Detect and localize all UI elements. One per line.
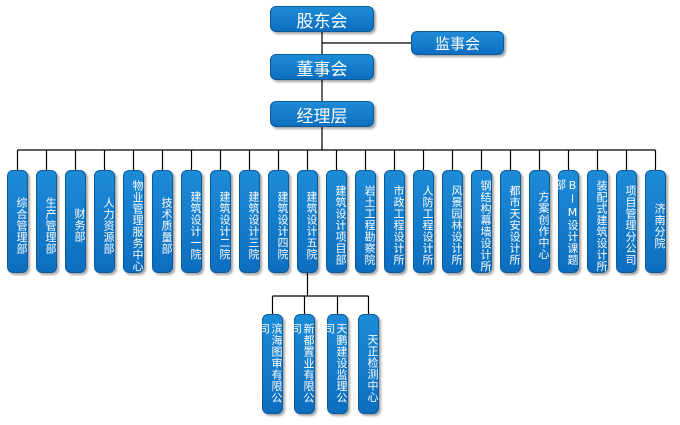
board-box: 董事会 [270,54,374,80]
department-box: 岩土工程勘察院 [355,170,376,273]
subsidiary-box: 天鹏建设监理公司 [323,314,348,414]
department-box: 物业管理服务中心 [123,170,144,273]
department-box: 建筑设计三院 [239,170,260,273]
department-box: 建筑设计四院 [268,170,289,273]
department-box: 济南分院 [645,170,666,273]
department-box: BIM设计课题部 [554,170,579,273]
department-box: 建筑设计项目部 [326,170,347,273]
department-box: 方案创作中心 [529,170,550,273]
department-box: 生产管理部 [36,170,57,273]
department-box: 建筑设计五院 [297,170,318,273]
department-box: 人防工程设计所 [413,170,434,273]
department-box: 都市天安设计所 [500,170,521,273]
department-box: 钢结构幕墙设计所 [471,170,492,273]
subsidiary-box: 天正检测中心 [358,314,379,414]
department-box: 技术质量部 [152,170,173,273]
shareholders-box: 股东会 [270,6,374,32]
department-box: 市政工程设计所 [384,170,405,273]
department-box: 项目管理分公司 [616,170,637,273]
management-box: 经理层 [270,101,374,127]
department-box: 人力资源部 [94,170,115,273]
department-box: 建筑设计二院 [210,170,231,273]
department-box: 财务部 [65,170,86,273]
supervisors-box: 监事会 [411,31,504,55]
department-box: 风景园林设计所 [442,170,463,273]
department-box: 建筑设计一院 [181,170,202,273]
subsidiary-box: 新都置业有限公司 [290,314,315,414]
department-box: 综合管理部 [7,170,28,273]
subsidiary-box: 滨海图审有限公司 [258,314,283,414]
department-box: 装配式建筑设计所 [587,170,608,273]
